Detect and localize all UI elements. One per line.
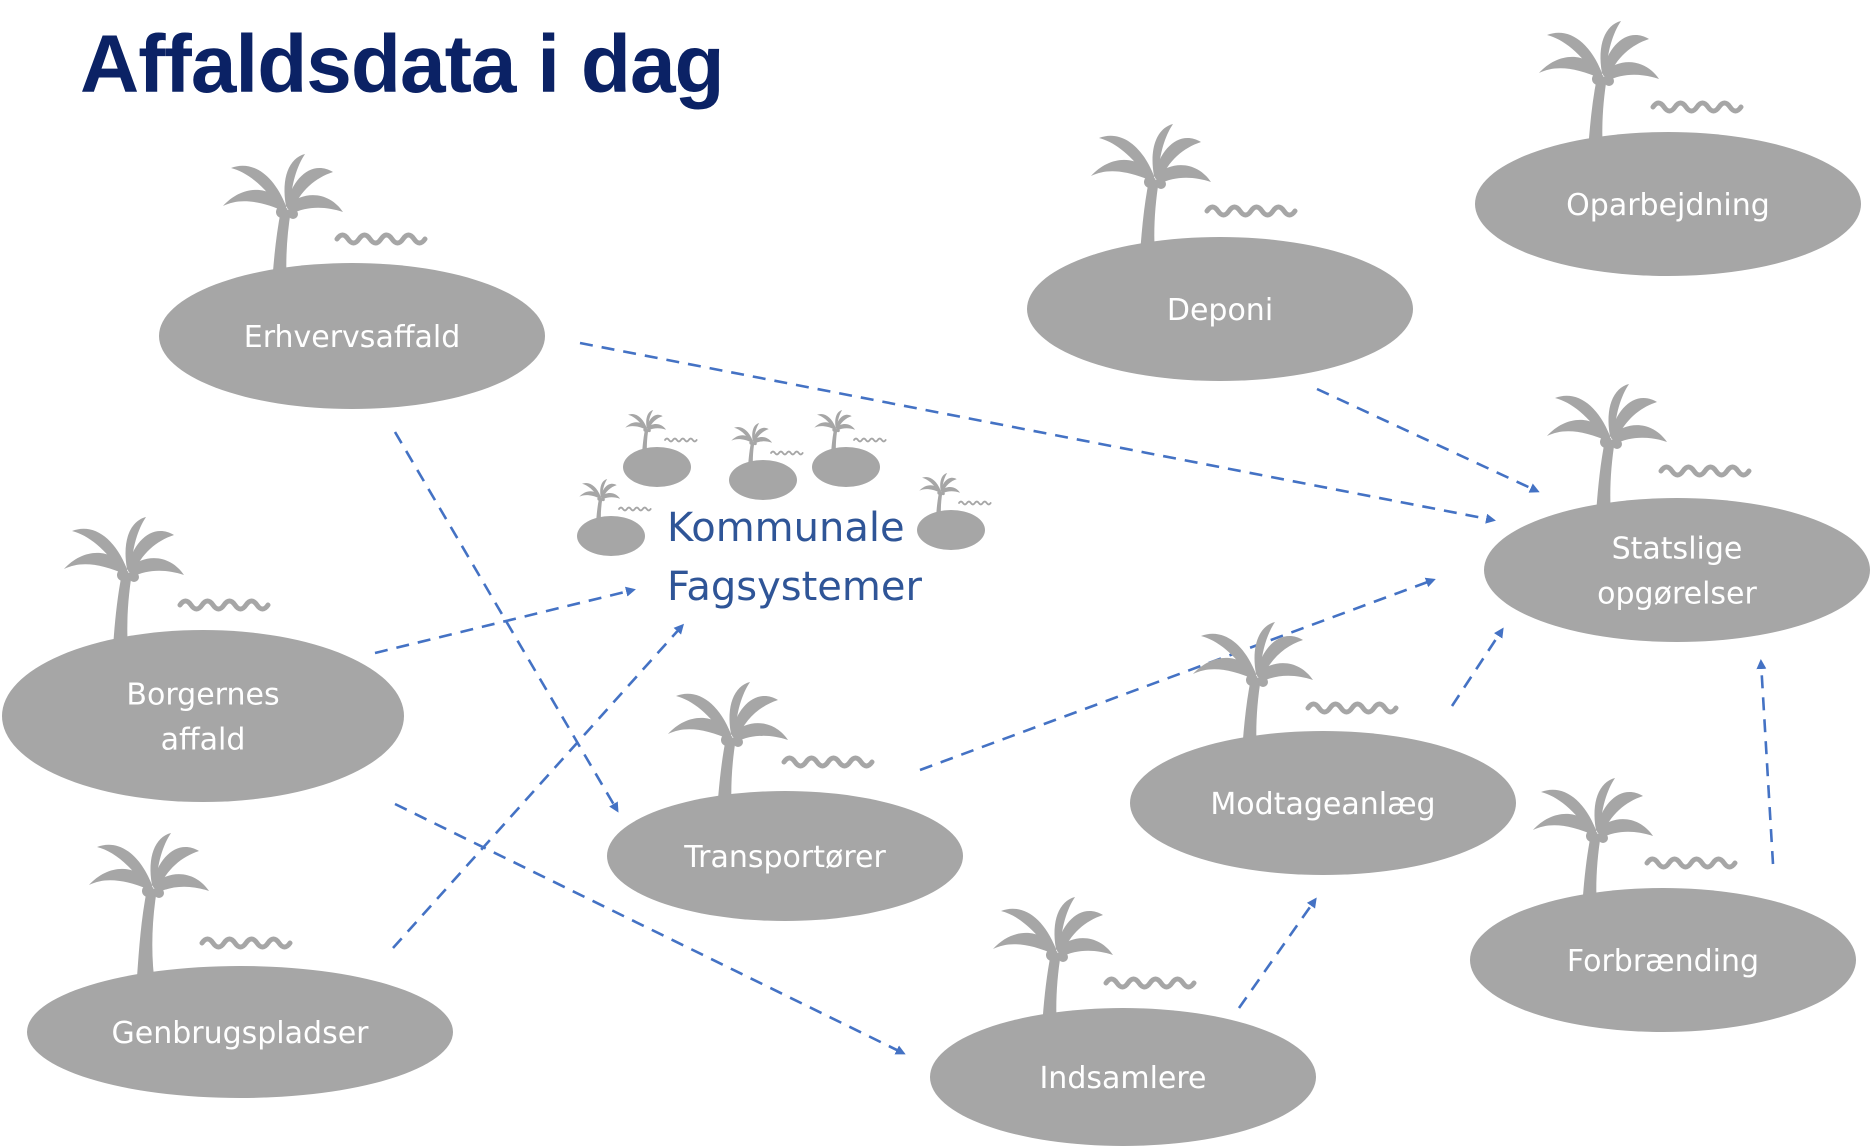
arrow-forbraending-to-statslige	[1756, 659, 1775, 865]
island-shape	[1475, 132, 1861, 276]
island-label: Transportører	[683, 840, 886, 875]
waves-icon	[337, 235, 425, 243]
waves-icon	[1653, 103, 1741, 111]
island-indsamlere: Indsamlere	[930, 897, 1316, 1146]
island-label: Indsamlere	[1039, 1061, 1206, 1096]
arrow-borgernes-to-indsamlere	[394, 802, 906, 1055]
island-deponi: Deponi	[1027, 124, 1413, 381]
palm-tree-icon	[89, 833, 209, 977]
island-shape	[930, 1008, 1316, 1146]
small-palm-island-icon	[623, 410, 698, 487]
island-shape	[1027, 237, 1413, 381]
island-forbraending: Forbrænding	[1470, 778, 1856, 1032]
island-label: Statslige	[1612, 532, 1743, 567]
arrow-erhvervsaffald-to-transportorer	[393, 431, 619, 813]
center-label: Kommunale	[667, 505, 905, 551]
waves-icon	[1106, 979, 1194, 987]
island-erhvervsaffald: Erhvervsaffald	[159, 154, 545, 409]
arrow-layer	[374, 341, 1775, 1055]
waves-icon	[180, 601, 268, 609]
island-oparbejdning: Oparbejdning	[1475, 21, 1861, 276]
small-palm-island-icon	[917, 473, 992, 550]
small-palm-island-icon	[577, 479, 652, 556]
island-label: Oparbejdning	[1566, 188, 1770, 223]
small-palm-island-icon	[812, 410, 887, 487]
waves-icon	[1207, 207, 1295, 215]
waves-icon	[784, 758, 872, 766]
small-palm-island-icon	[729, 423, 804, 500]
island-shape	[2, 630, 404, 802]
island-label: Modtageanlæg	[1210, 787, 1435, 822]
island-shape	[1130, 731, 1516, 875]
waves-icon	[1308, 704, 1396, 712]
arrow-modtageanlaeg-to-statslige	[1450, 627, 1504, 707]
waves-icon	[1661, 467, 1749, 475]
island-shape	[1470, 888, 1856, 1032]
island-shape	[607, 791, 963, 921]
island-label: Erhvervsaffald	[244, 320, 461, 355]
island-transportorer: Transportører	[607, 682, 963, 921]
arrow-transportorer-to-statslige	[919, 577, 1436, 772]
waves-icon	[1647, 859, 1735, 867]
island-label: affald	[161, 723, 246, 758]
island-label: Forbrænding	[1567, 944, 1759, 979]
center-label: Fagsystemer	[667, 564, 922, 610]
island-label: Borgernes	[126, 678, 279, 713]
island-genbrugspladser: Genbrugspladser	[27, 833, 453, 1098]
arrow-borgernes-to-center	[374, 586, 636, 655]
island-label: Genbrugspladser	[111, 1016, 369, 1051]
page-title: Affaldsdata i dag	[80, 19, 725, 110]
island-label: Deponi	[1167, 293, 1273, 328]
island-shape	[159, 263, 545, 409]
island-shape	[1484, 498, 1870, 642]
arrow-erhvervsaffald-to-statslige	[579, 341, 1496, 524]
arrow-indsamlere-to-modtageanlaeg	[1237, 897, 1317, 1009]
arrow-deponi-to-statslige	[1316, 387, 1540, 493]
island-borgernes: Borgernes affald	[2, 517, 404, 802]
island-modtageanlaeg: Modtageanlæg	[1130, 622, 1516, 875]
island-statslige: Statslige opgørelser	[1484, 384, 1870, 642]
island-shape	[27, 966, 453, 1098]
waves-icon	[202, 939, 290, 947]
arrow-genbrugspladser-to-center	[392, 623, 685, 949]
island-label: opgørelser	[1597, 577, 1757, 612]
